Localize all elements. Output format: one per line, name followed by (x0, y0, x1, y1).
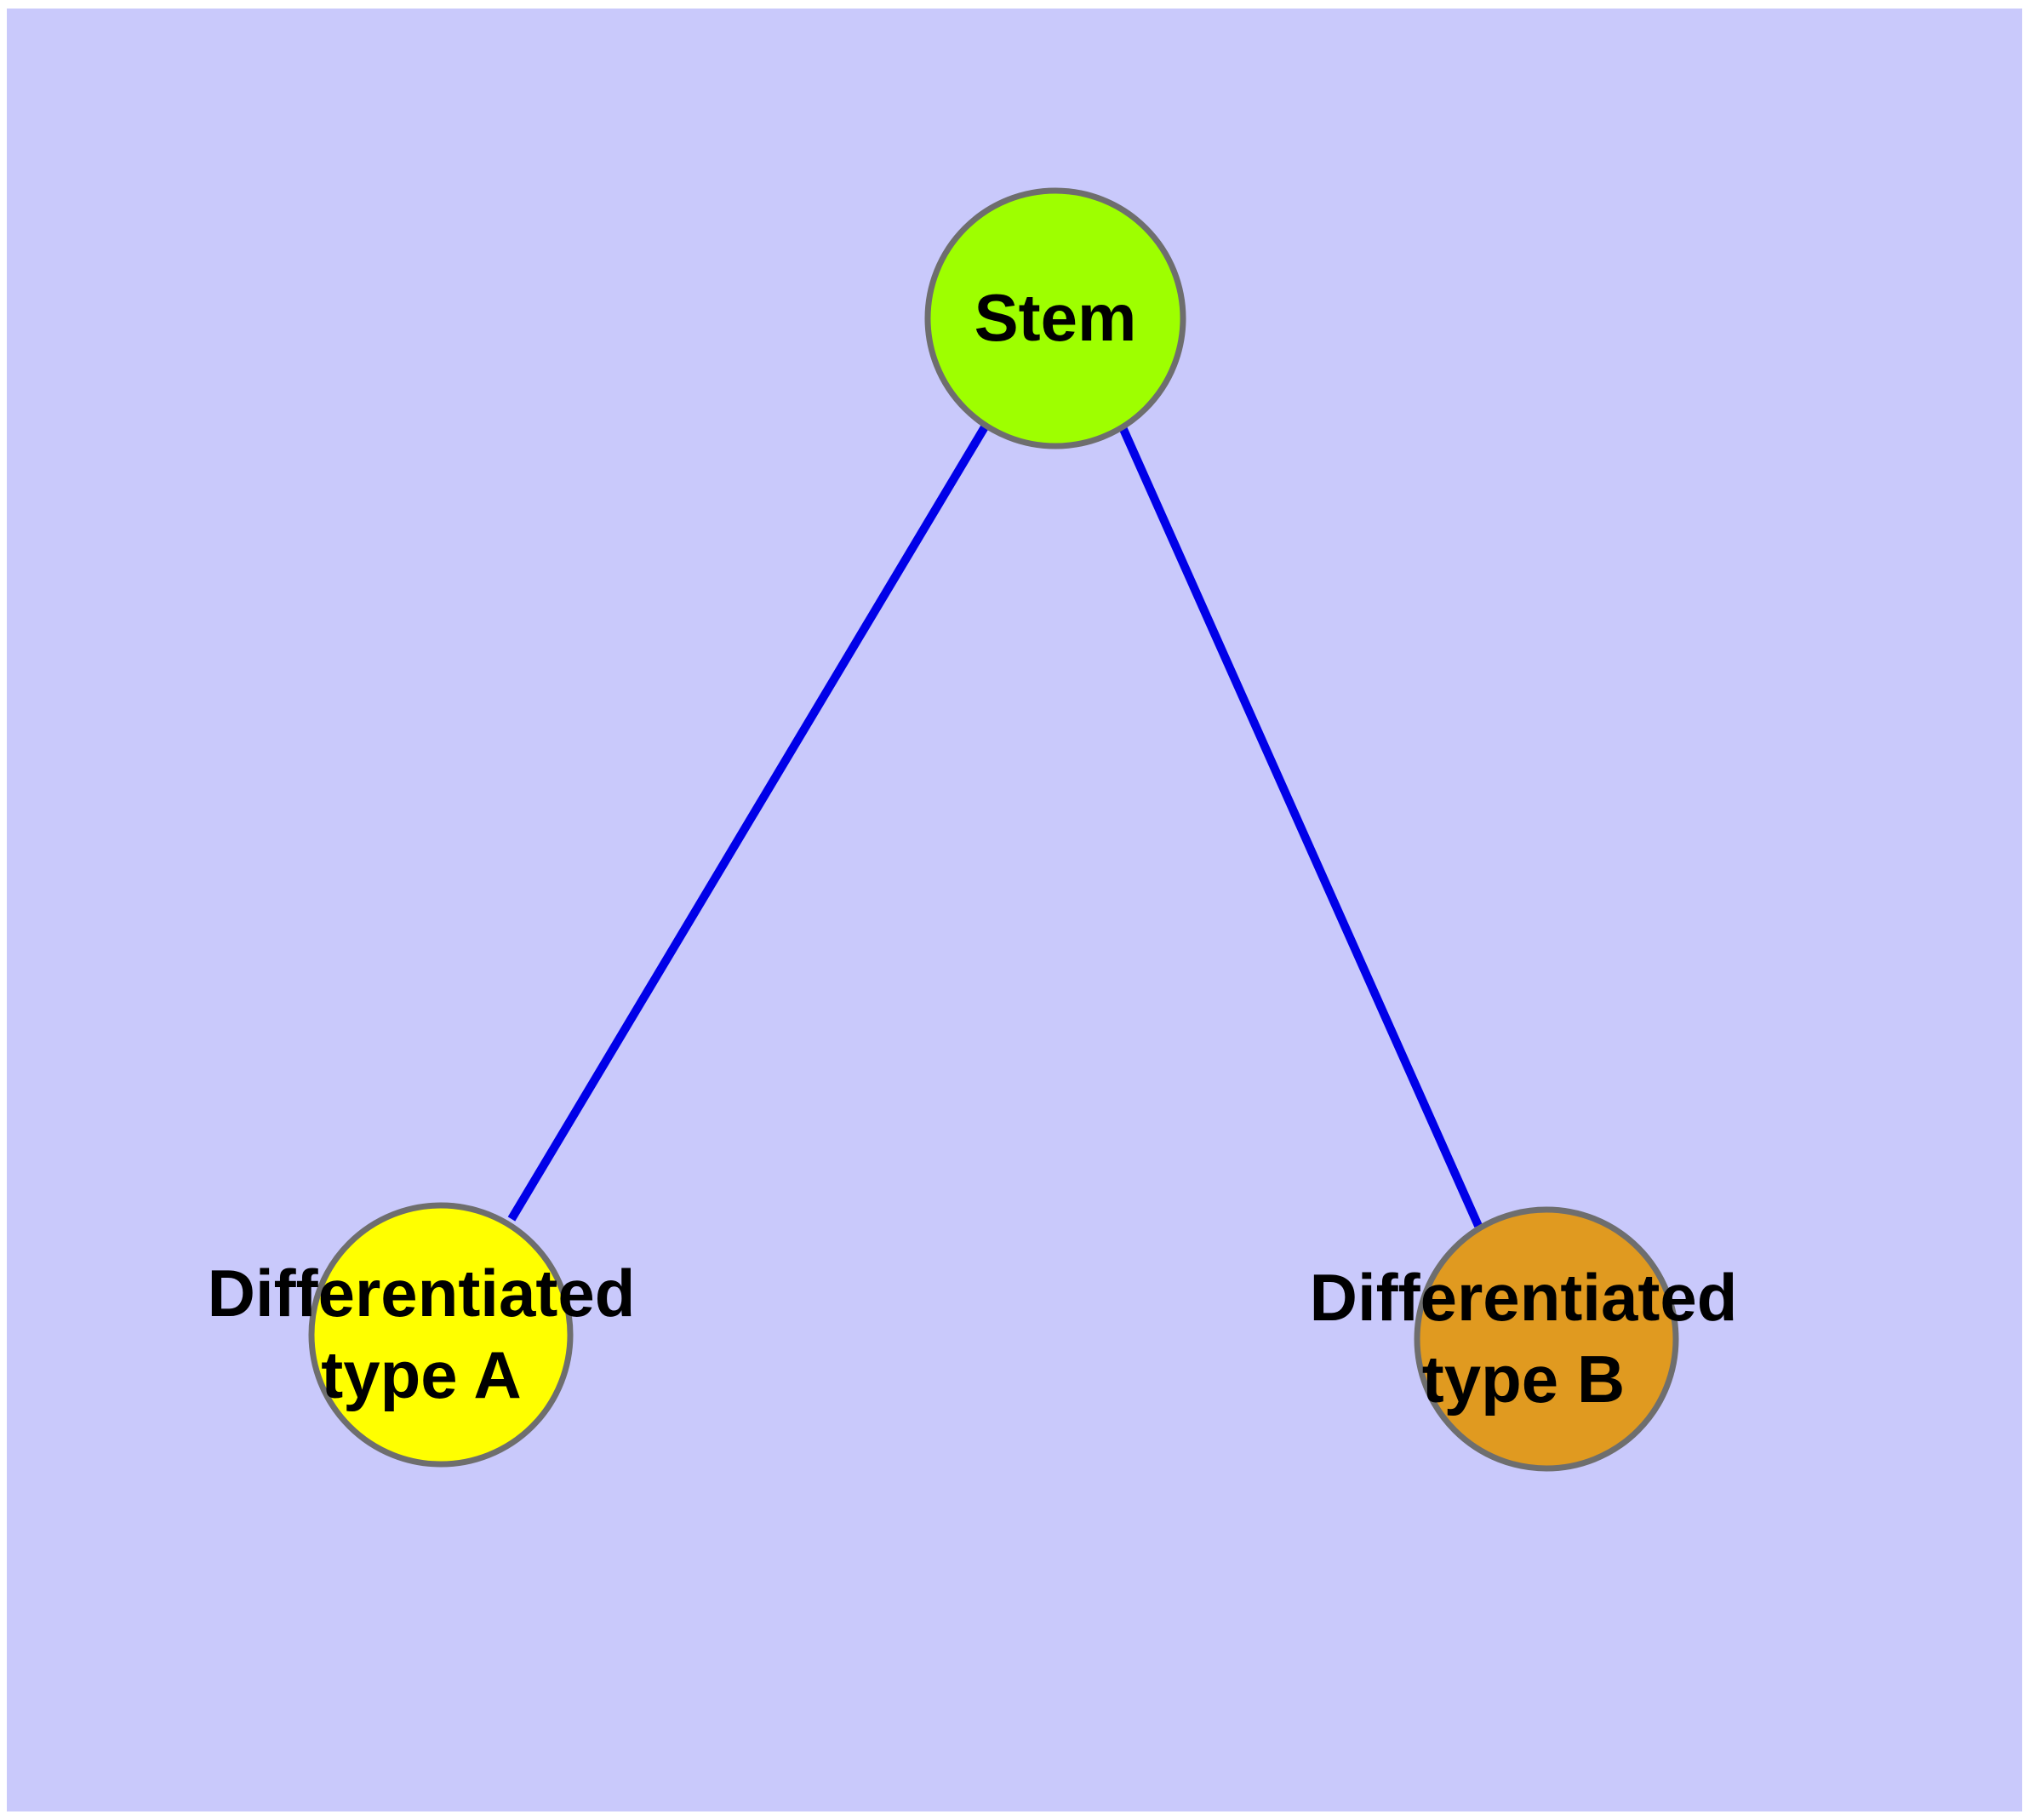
node-label-stem: Stem (974, 280, 1137, 355)
node-stem[interactable] (924, 187, 1186, 449)
node-label-line: Differentiated (1310, 1260, 1738, 1335)
node-label-line: Stem (974, 280, 1137, 355)
node-diff-a[interactable] (308, 1202, 574, 1468)
node-label-line: type B (1422, 1342, 1625, 1417)
node-diff-b[interactable] (1414, 1206, 1679, 1472)
edge-stem-to-diff-a[interactable] (507, 423, 990, 1222)
edge-stem-to-diff-b[interactable] (1118, 425, 1483, 1228)
edges-group (507, 423, 1483, 1228)
node-label-line: Differentiated (208, 1256, 636, 1331)
node-label-line: type A (321, 1337, 522, 1412)
nodes-group (308, 187, 1679, 1472)
